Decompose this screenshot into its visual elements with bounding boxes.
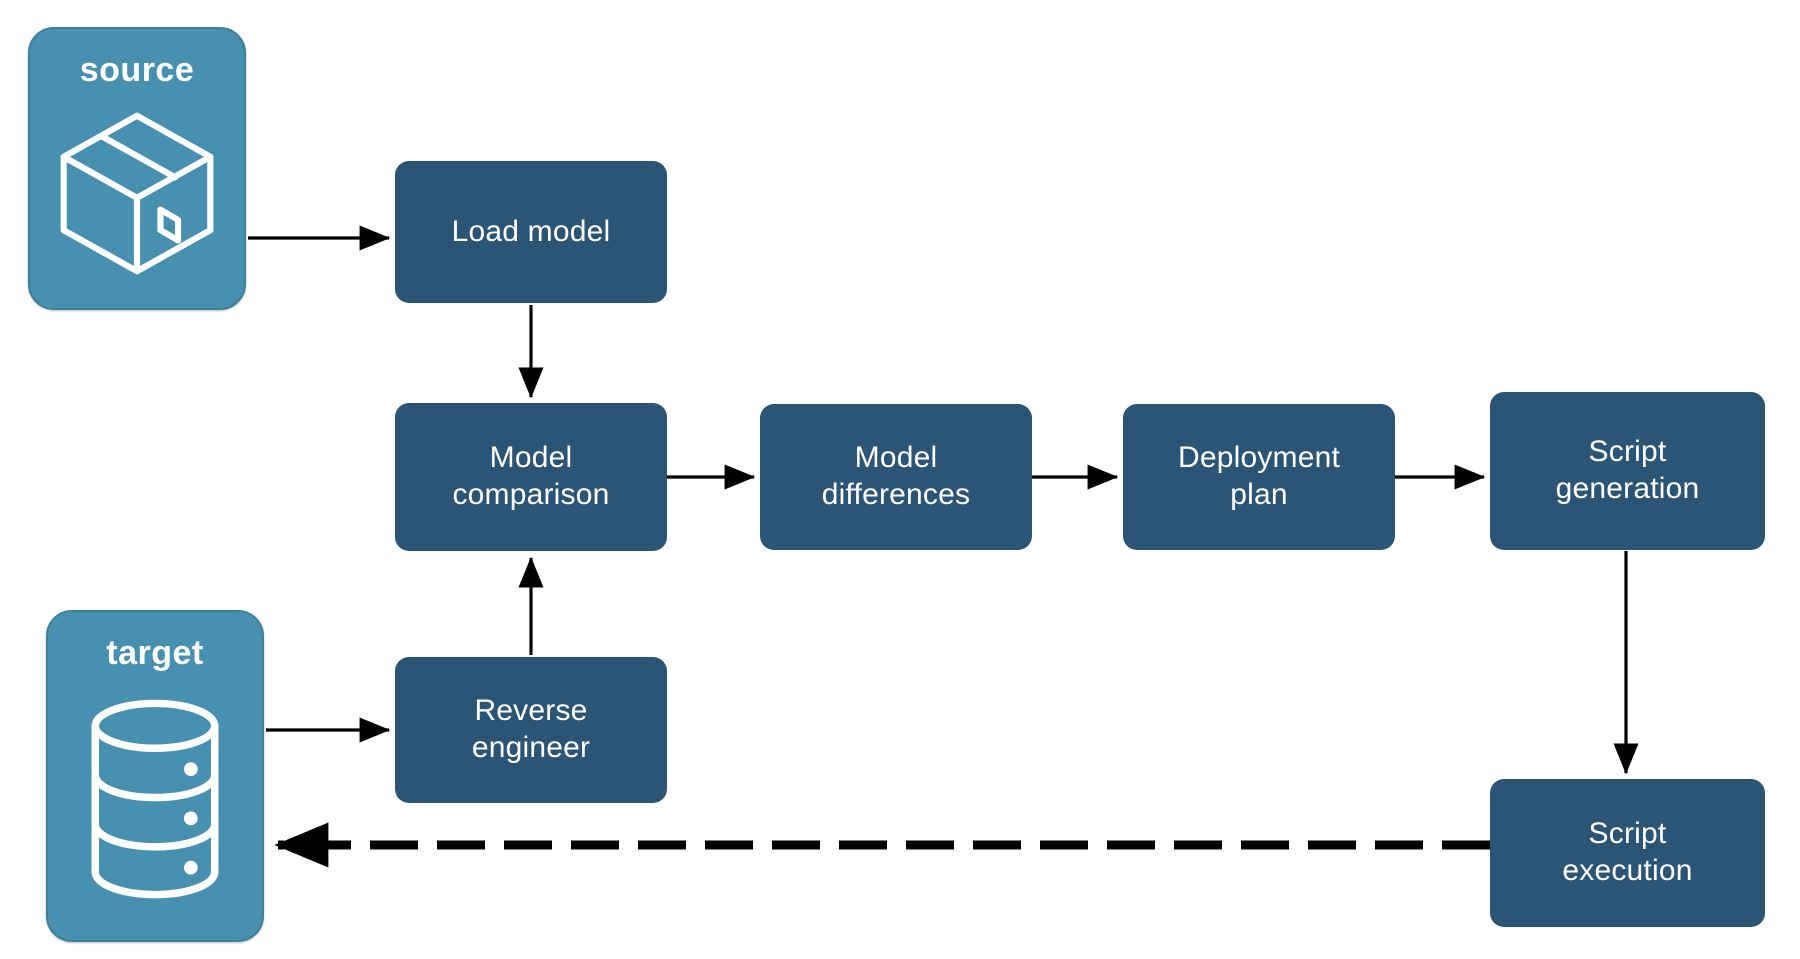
database-cylinder-icon xyxy=(80,693,230,910)
process-reverse-engineer[interactable]: Reverse engineer xyxy=(395,657,667,803)
package-box-icon xyxy=(49,104,225,285)
process-script-execution[interactable]: Script execution xyxy=(1490,779,1765,927)
endpoint-target-label: target xyxy=(106,634,204,672)
process-model-differences[interactable]: Model differences xyxy=(760,404,1032,550)
process-script-generation[interactable]: Script generation xyxy=(1490,392,1765,550)
process-model-comparison[interactable]: Model comparison xyxy=(395,403,667,551)
endpoint-source[interactable]: source xyxy=(28,27,246,310)
endpoint-target[interactable]: target xyxy=(46,610,264,942)
endpoint-source-label: source xyxy=(79,51,195,89)
process-load-model[interactable]: Load model xyxy=(395,161,667,303)
process-deployment-plan[interactable]: Deployment plan xyxy=(1123,404,1395,550)
